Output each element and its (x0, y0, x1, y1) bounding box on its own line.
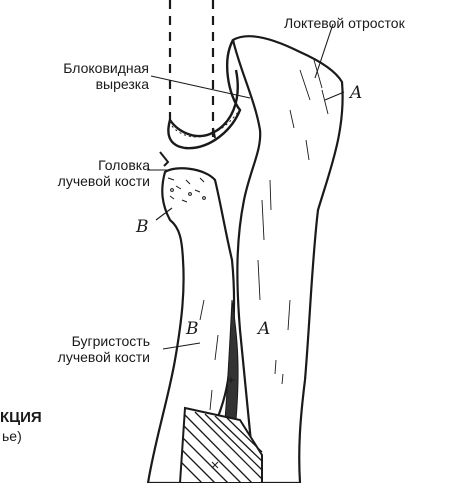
label-radial-tuberosity: Бугристость лучевой кости (58, 333, 150, 365)
letter-radius-top: B (135, 217, 149, 237)
letter-radius-mid: B (185, 319, 199, 339)
trochlear-notch-outline (168, 40, 240, 148)
notch-cartilage-shading (172, 112, 238, 137)
ulna-outline (233, 36, 343, 483)
label-radial-head-line1: Головка (58, 157, 150, 173)
letter-ulna-top: A (348, 83, 362, 103)
label-trochlear-notch-line2: вырезка (63, 76, 149, 92)
label-radial-head-line2: лучевой кости (58, 173, 150, 189)
caption-bold-fragment: КЦИЯ (0, 410, 42, 426)
label-radial-tuberosity-line1: Бугристость (58, 333, 150, 349)
label-trochlear-notch: Блоковидная вырезка (63, 60, 149, 92)
label-radial-tuberosity-line2: лучевой кости (58, 349, 150, 365)
label-olecranon: Локтевой отросток (284, 15, 405, 31)
label-trochlear-notch-line1: Блоковидная (63, 60, 149, 76)
humerus-dashed-outline (170, 0, 213, 138)
letter-ulna-mid: A (256, 319, 270, 339)
caption-sub-fragment: ье) (2, 428, 22, 444)
label-radial-head: Головка лучевой кости (58, 157, 150, 189)
